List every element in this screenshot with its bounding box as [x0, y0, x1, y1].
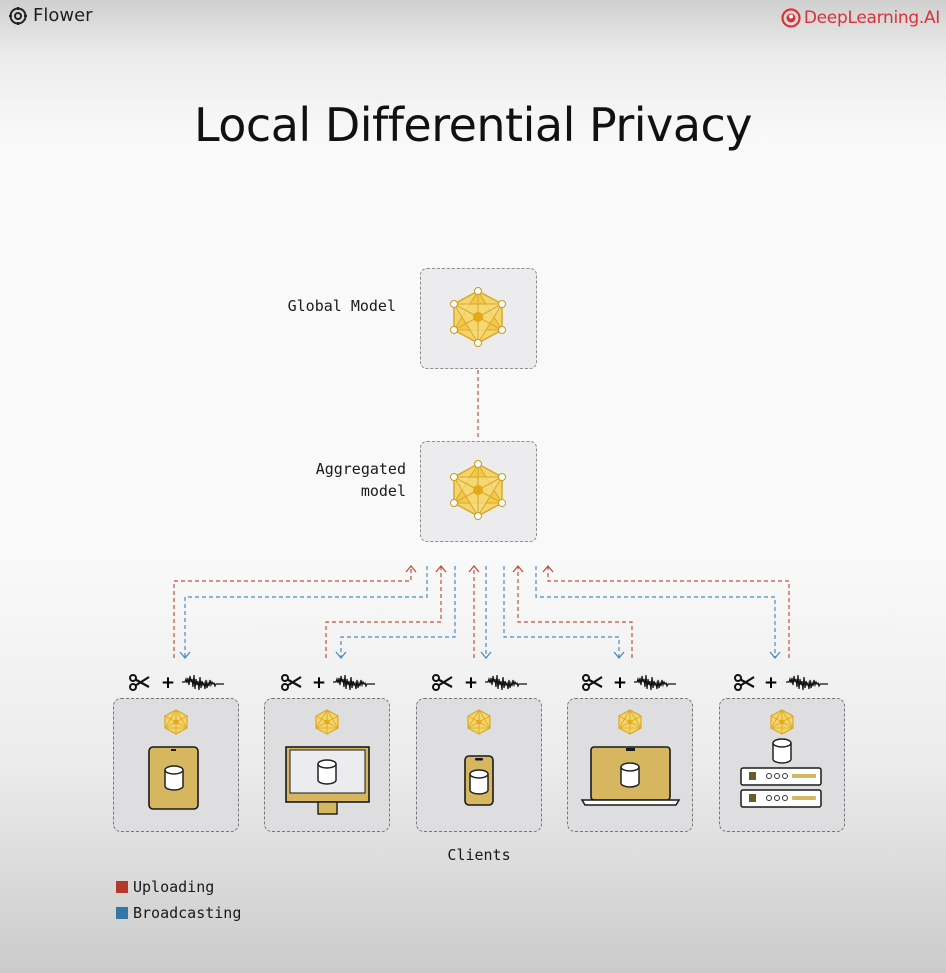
flower-brand-text: Flower: [33, 5, 93, 26]
laptop-icon: [580, 746, 681, 806]
client-model-icon: [770, 709, 794, 735]
noise-waveform-icon: [181, 674, 225, 691]
flower-gear-icon: [9, 6, 27, 25]
plus-sign: +: [464, 673, 478, 693]
upload-line-2: [325, 566, 442, 658]
client-ops-5: +: [733, 673, 829, 693]
broadcasting-swatch: [116, 907, 128, 919]
smartphone-icon: [464, 755, 494, 806]
upload-arrowheads: [405, 564, 554, 573]
upload-line-4: [517, 566, 633, 658]
aggregated-model-network-icon: [449, 459, 507, 521]
clipping-scissors-icon: [733, 673, 756, 692]
noise-waveform-icon: [484, 674, 528, 691]
legend-uploading-label: Uploading: [133, 878, 215, 896]
deeplearning-logo-icon: [781, 8, 801, 28]
upload-line-5: [547, 566, 790, 658]
page-title: Local Differential Privacy: [193, 98, 753, 152]
clients-label: Clients: [447, 846, 511, 864]
noise-waveform-icon: [633, 674, 677, 691]
deeplearning-brand-text: DeepLearning.AI: [803, 8, 940, 28]
plus-sign: +: [312, 673, 326, 693]
legend-uploading: Uploading: [116, 878, 214, 896]
deeplearning-brand: DeepLearning.AI: [781, 8, 940, 28]
global-model-label: Global Model: [287, 297, 396, 315]
aggregated-model-label-line2: model: [360, 482, 406, 500]
broadcast-line-4: [503, 566, 620, 658]
upload-lines: [173, 566, 790, 658]
client-ops-2: +: [280, 673, 376, 693]
client-model-icon: [315, 709, 339, 735]
aggregated-model-label-line1: Aggregated: [315, 460, 406, 478]
aggregated-model-label: Aggregated model: [250, 458, 406, 502]
plus-sign: +: [613, 673, 627, 693]
broadcast-line-2: [340, 566, 456, 658]
legend-broadcasting: Broadcasting: [116, 904, 241, 922]
desktop-monitor-icon: [285, 746, 370, 815]
client-model-icon: [467, 709, 491, 735]
legend-broadcasting-label: Broadcasting: [133, 904, 242, 922]
tablet-icon: [148, 746, 199, 810]
noise-waveform-icon: [332, 674, 376, 691]
broadcast-lines: [184, 566, 776, 658]
server-icon: [740, 738, 822, 808]
client-model-icon: [618, 709, 642, 735]
client-model-icon: [164, 709, 188, 735]
broadcast-line-5: [535, 566, 776, 658]
upload-line-1: [173, 566, 412, 658]
noise-waveform-icon: [785, 674, 829, 691]
plus-sign: +: [764, 673, 778, 693]
client-ops-4: +: [581, 673, 677, 693]
clipping-scissors-icon: [280, 673, 303, 692]
broadcast-line-1: [184, 566, 428, 658]
plus-sign: +: [161, 673, 175, 693]
flower-brand: Flower: [8, 5, 93, 26]
client-ops-1: +: [128, 673, 225, 693]
client-ops-3: +: [431, 673, 528, 693]
broadcast-arrowheads: [179, 651, 781, 660]
uploading-swatch: [116, 881, 128, 893]
clipping-scissors-icon: [581, 673, 604, 692]
global-model-network-icon: [449, 286, 507, 348]
clipping-scissors-icon: [431, 673, 454, 692]
clipping-scissors-icon: [128, 673, 151, 692]
